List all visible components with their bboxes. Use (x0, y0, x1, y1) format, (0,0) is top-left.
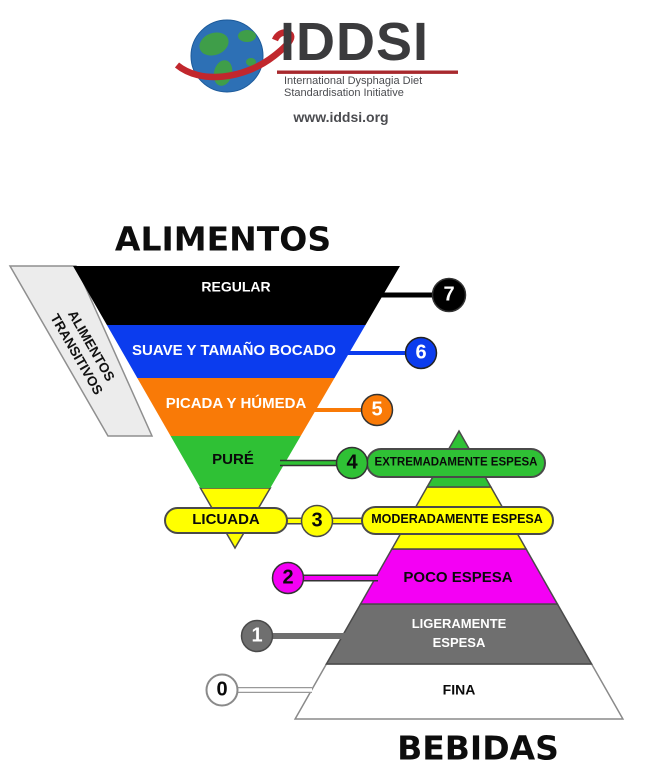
drink-level-1-band (325, 603, 593, 665)
moderadamente-espesa-pill (361, 506, 554, 535)
drinks-heading: BEBIDAS (397, 728, 559, 768)
level-badges (205, 277, 467, 707)
food-level-5-band (137, 378, 335, 436)
swoosh-icon (174, 29, 295, 81)
level-7-badge-circle (431, 277, 467, 313)
food-level-4-band (170, 436, 301, 488)
food-pyramid (73, 266, 400, 550)
transitional-strip (8, 265, 154, 437)
website-link: www.iddsi.org (293, 109, 389, 125)
globe-icon (174, 19, 295, 93)
logo-subtitle-line2: Standardisation Initiative (284, 87, 404, 99)
drink-level-0-band (293, 663, 625, 720)
licuada-pill (164, 507, 288, 534)
logo-underline (277, 70, 458, 74)
logo-subtitle-line1: International Dysphagia Diet (284, 75, 423, 87)
level-4-badge-circle (335, 446, 369, 480)
level-2-badge-circle (271, 561, 305, 595)
foods-heading: ALIMENTOS (114, 219, 332, 259)
food-level-7-band (73, 266, 400, 325)
level-3-badge-circle (300, 504, 334, 538)
level-5-badge-circle (360, 393, 394, 427)
drinks-pyramid (293, 429, 625, 720)
extremadamente-espesa-pill (366, 448, 546, 478)
brand-wordmark: IDDSI (280, 12, 430, 72)
level-1-badge-circle (240, 619, 274, 653)
level-0-badge-circle (205, 673, 239, 707)
food-level-6-band (106, 325, 366, 378)
level-6-badge-circle (404, 336, 438, 370)
drink-level-2-band (359, 548, 559, 605)
